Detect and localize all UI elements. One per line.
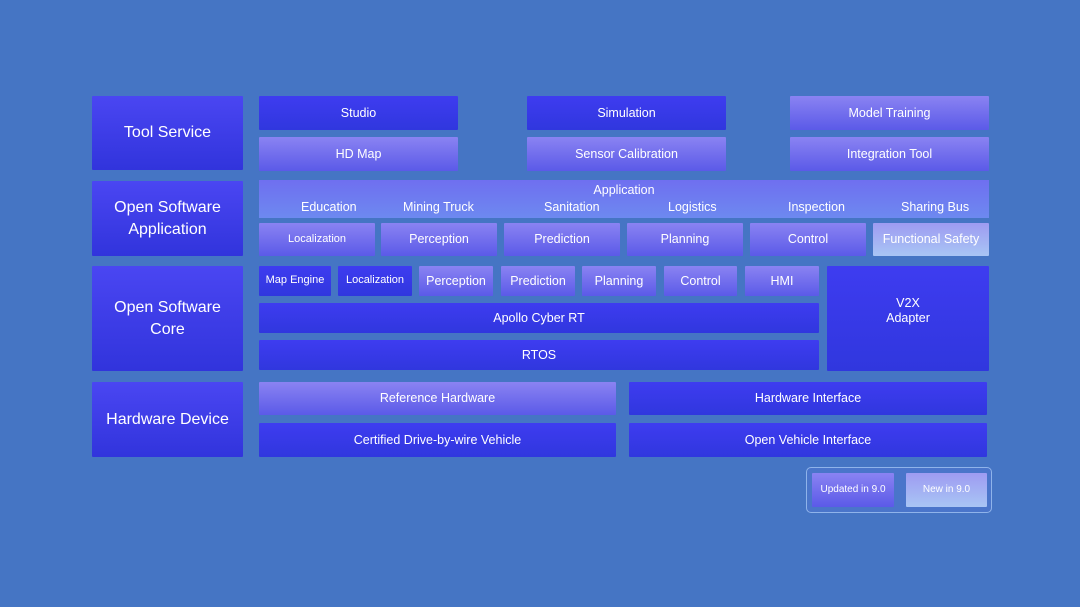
v2x-adapter-box: V2X Adapter xyxy=(827,266,989,371)
legend-updated-label: Updated in 9.0 xyxy=(820,484,886,495)
app-item-sharing-bus: Sharing Bus xyxy=(901,200,970,214)
hardware-interface-label: Hardware Interface xyxy=(754,391,862,405)
module-label: Map Engine xyxy=(265,274,325,287)
apollo-cyber-rt-box: Apollo Cyber RT xyxy=(259,303,819,333)
app-item-mining-truck: Mining Truck xyxy=(403,200,474,214)
integration-tool-box: Integration Tool xyxy=(790,137,989,171)
module-label: Prediction xyxy=(510,273,566,288)
category-open-software-application: Open Software Application xyxy=(92,181,243,256)
category-label: Open Software Core xyxy=(114,298,221,338)
category-open-software-core: Open Software Core xyxy=(92,266,243,371)
studio-box: Studio xyxy=(259,96,458,130)
module-label: Localization xyxy=(287,232,347,245)
reference-hardware-label: Reference Hardware xyxy=(379,391,496,405)
sensor-calibration-label: Sensor Calibration xyxy=(575,146,678,161)
app-module-planning: Planning xyxy=(627,223,743,256)
app-item-inspection: Inspection xyxy=(788,200,845,214)
module-label: HMI xyxy=(770,273,794,288)
reference-hardware-box: Reference Hardware xyxy=(259,382,616,415)
sensor-calibration-box: Sensor Calibration xyxy=(527,137,726,171)
app-item-logistics: Logistics xyxy=(668,200,717,214)
certified-vehicle-label: Certified Drive-by-wire Vehicle xyxy=(353,432,522,447)
module-label: Perception xyxy=(409,232,469,246)
legend-updated: Updated in 9.0 xyxy=(812,473,894,507)
cyber-rt-label: Apollo Cyber RT xyxy=(493,310,585,325)
simulation-label: Simulation xyxy=(597,105,656,120)
model-training-box: Model Training xyxy=(790,96,989,130)
core-module-hmi: HMI xyxy=(745,266,819,296)
module-label: Localization xyxy=(345,274,405,287)
category-hardware-device: Hardware Device xyxy=(92,382,243,457)
hd-map-label: HD Map xyxy=(335,146,382,161)
model-training-label: Model Training xyxy=(848,105,931,120)
module-label: Perception xyxy=(426,273,486,288)
application-title: Application xyxy=(593,183,655,197)
v2x-label: V2X Adapter xyxy=(886,296,930,325)
core-module-localization: Localization xyxy=(338,266,412,296)
app-module-prediction: Prediction xyxy=(504,223,620,256)
category-label: Hardware Device xyxy=(106,410,229,428)
app-module-perception: Perception xyxy=(381,223,497,256)
module-label: Control xyxy=(680,273,721,288)
app-module-control: Control xyxy=(750,223,866,256)
core-module-perception: Perception xyxy=(419,266,493,296)
core-module-planning: Planning xyxy=(582,266,656,296)
core-module-control: Control xyxy=(664,266,737,296)
module-label: Functional Safety xyxy=(882,232,980,246)
rtos-box: RTOS xyxy=(259,340,819,370)
application-band: Application Education Mining Truck Sanit… xyxy=(259,180,989,218)
app-module-localization: Localization xyxy=(259,223,375,256)
hardware-interface-box: Hardware Interface xyxy=(629,382,987,415)
module-label: Prediction xyxy=(534,232,590,246)
legend: Updated in 9.0 New in 9.0 xyxy=(806,467,992,513)
open-vehicle-interface-box: Open Vehicle Interface xyxy=(629,423,987,457)
module-label: Planning xyxy=(594,273,644,288)
module-label: Control xyxy=(787,232,829,246)
category-tool-service: Tool Service xyxy=(92,96,243,170)
certified-vehicle-box: Certified Drive-by-wire Vehicle xyxy=(259,423,616,457)
app-item-sanitation: Sanitation xyxy=(544,200,600,214)
legend-new: New in 9.0 xyxy=(906,473,987,507)
category-label: Tool Service xyxy=(123,124,212,142)
app-module-functional-safety: Functional Safety xyxy=(873,223,989,256)
app-item-education: Education xyxy=(301,200,357,214)
open-vehicle-interface-label: Open Vehicle Interface xyxy=(744,432,872,447)
rtos-label: RTOS xyxy=(521,347,557,362)
integration-tool-label: Integration Tool xyxy=(846,146,933,161)
core-module-map-engine: Map Engine xyxy=(259,266,331,296)
simulation-box: Simulation xyxy=(527,96,726,130)
module-label: Planning xyxy=(660,232,710,246)
category-label: Open Software Application xyxy=(114,198,221,238)
studio-label: Studio xyxy=(340,105,377,120)
legend-new-label: New in 9.0 xyxy=(922,484,971,495)
core-module-prediction: Prediction xyxy=(501,266,575,296)
hd-map-box: HD Map xyxy=(259,137,458,171)
